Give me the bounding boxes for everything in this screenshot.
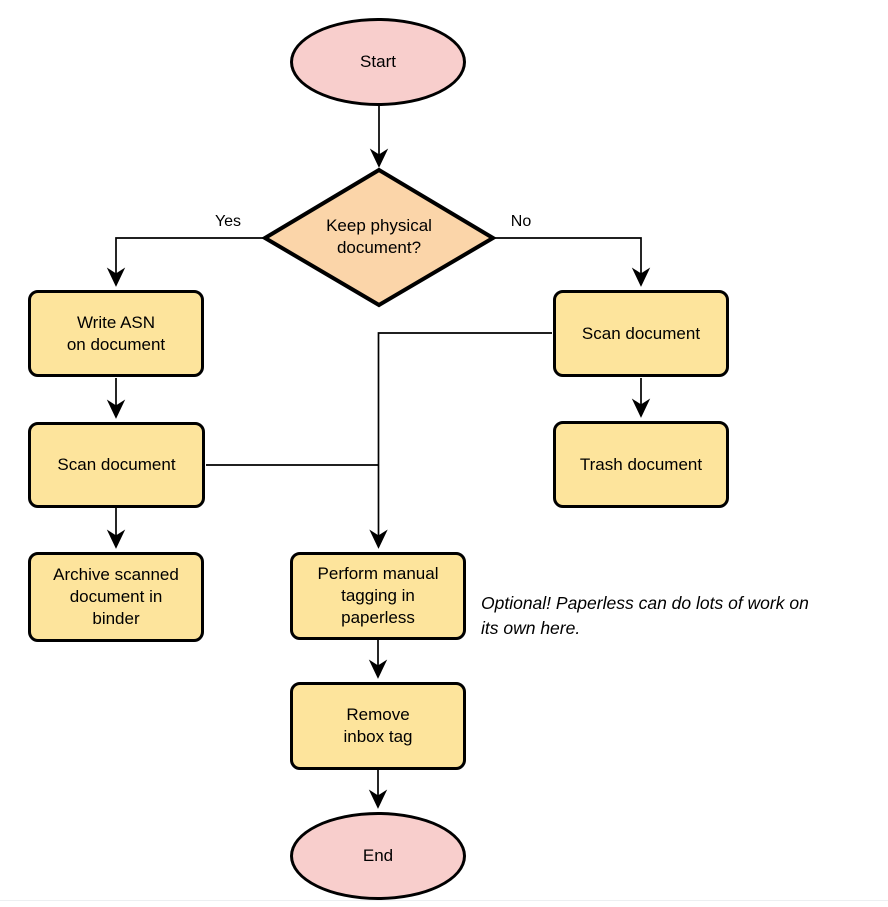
bottom-divider bbox=[0, 900, 888, 901]
node-write-asn: Write ASN on document bbox=[28, 290, 204, 377]
annotation-optional-note: Optional! Paperless can do lots of work … bbox=[481, 593, 809, 638]
edge-scan-right-to-tagging bbox=[369, 332, 552, 549]
decision-diamond-shape bbox=[261, 167, 497, 308]
node-end-label: End bbox=[362, 846, 394, 865]
node-end: End bbox=[290, 812, 466, 900]
edge-label-yes: Yes bbox=[214, 213, 242, 230]
node-scan-document-left-label: Scan document bbox=[57, 455, 176, 474]
node-remove-inbox-tag-label: Remove inbox tag bbox=[343, 705, 413, 746]
node-archive-binder-label: Archive scanned document in binder bbox=[53, 565, 179, 628]
node-remove-inbox-tag: Remove inbox tag bbox=[290, 682, 466, 770]
node-trash-document: Trash document bbox=[553, 421, 729, 508]
node-keep-physical-document-label: Keep physical document? bbox=[326, 216, 432, 257]
node-write-asn-label: Write ASN on document bbox=[66, 312, 166, 354]
node-scan-document-right-label: Scan document bbox=[581, 323, 701, 343]
node-start-label: Start bbox=[360, 52, 396, 71]
edge-label-no: No bbox=[510, 213, 532, 230]
node-keep-physical-document: Keep physical document? bbox=[279, 215, 479, 259]
edge-decision-yes-to-write-asn bbox=[106, 237, 266, 287]
node-scan-document-left: Scan document bbox=[28, 422, 205, 508]
node-start: Start bbox=[290, 18, 466, 106]
node-manual-tagging: Perform manual tagging in paperless bbox=[290, 552, 466, 640]
node-scan-document-right: Scan document bbox=[553, 290, 729, 377]
node-trash-document-label: Trash document bbox=[579, 454, 703, 474]
edge-decision-no-to-scan-right bbox=[492, 237, 651, 287]
node-archive-binder: Archive scanned document in binder bbox=[28, 552, 204, 642]
node-manual-tagging-label: Perform manual tagging in paperless bbox=[317, 564, 439, 627]
